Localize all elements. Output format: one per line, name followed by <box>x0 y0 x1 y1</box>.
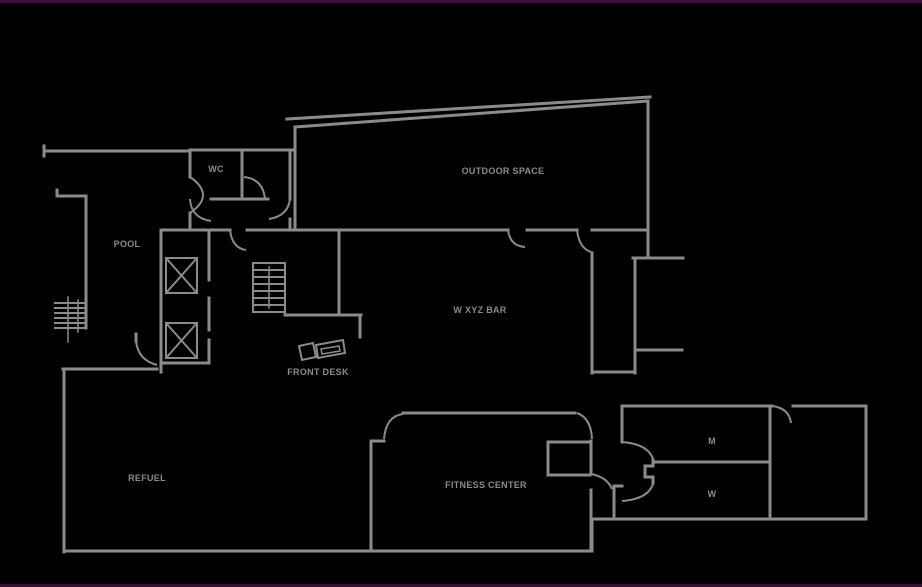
room-label-outdoor-space: OUTDOOR SPACE <box>462 166 545 176</box>
bottom-frame-line <box>0 584 922 587</box>
elevator-shaft-icon <box>164 321 199 360</box>
wall-lines <box>42 95 868 554</box>
room-label-front-desk: FRONT DESK <box>287 367 349 377</box>
front-desk-icon <box>297 338 347 362</box>
top-frame-line <box>0 0 922 3</box>
elevator-shaft-icon <box>164 256 199 295</box>
pool-ladder-icon <box>54 296 87 343</box>
door-swing-arcs <box>135 176 792 502</box>
room-label-refuel: REFUEL <box>128 473 166 483</box>
room-label-womens-room: W <box>708 489 717 499</box>
room-label-wc: WC <box>208 164 224 174</box>
room-label-mens-room: M <box>708 436 716 446</box>
staircase-icon <box>252 262 286 316</box>
room-label-pool: POOL <box>114 239 141 249</box>
room-label-fitness-center: FITNESS CENTER <box>445 480 527 490</box>
room-label-bar: W XYZ BAR <box>453 305 506 315</box>
